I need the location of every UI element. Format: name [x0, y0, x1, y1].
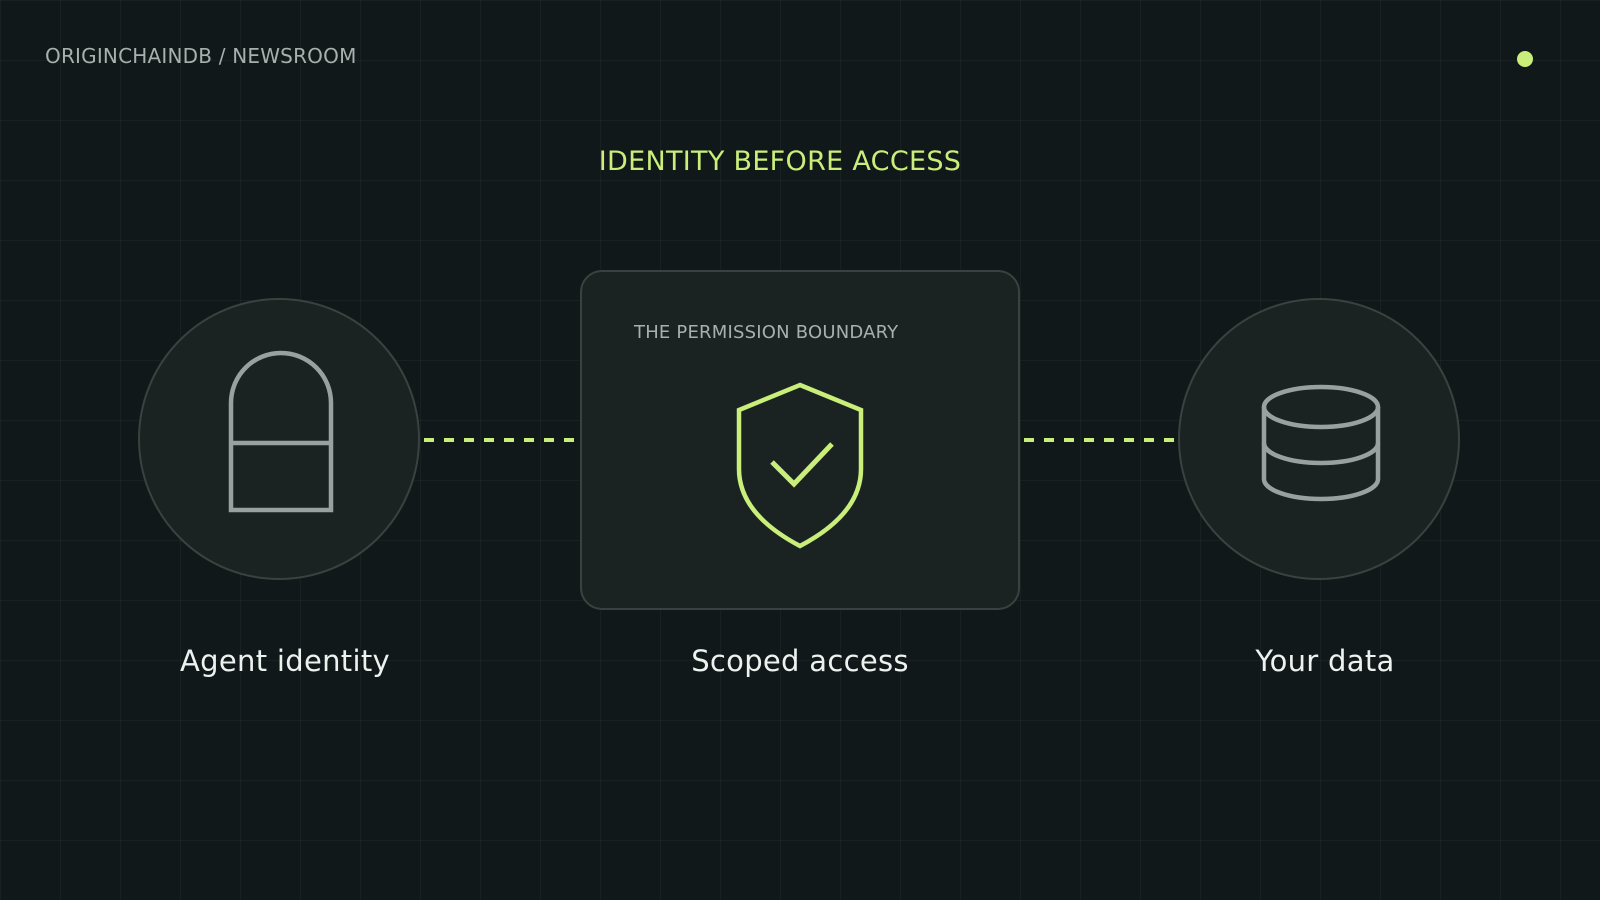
node-label-scoped-access: Scoped access: [691, 644, 909, 678]
permission-boundary-card: THE PERMISSION BOUNDARY: [580, 270, 1020, 610]
diagram-headline: IDENTITY BEFORE ACCESS: [598, 146, 962, 177]
connector-dashed-right: [1024, 438, 1178, 442]
boundary-title: THE PERMISSION BOUNDARY: [634, 322, 899, 343]
agent-identity-node: [138, 298, 420, 580]
shield-check-icon: [736, 382, 864, 549]
node-label-agent-identity: Agent identity: [180, 644, 390, 678]
your-data-node: [1178, 298, 1460, 580]
lock-icon: [228, 350, 334, 513]
connector-dashed-left: [424, 438, 576, 442]
brand-breadcrumb: ORIGINCHAINDB / NEWSROOM: [45, 44, 357, 68]
status-dot: [1517, 51, 1533, 67]
node-label-your-data: Your data: [1255, 644, 1395, 678]
database-icon: [1261, 384, 1381, 502]
